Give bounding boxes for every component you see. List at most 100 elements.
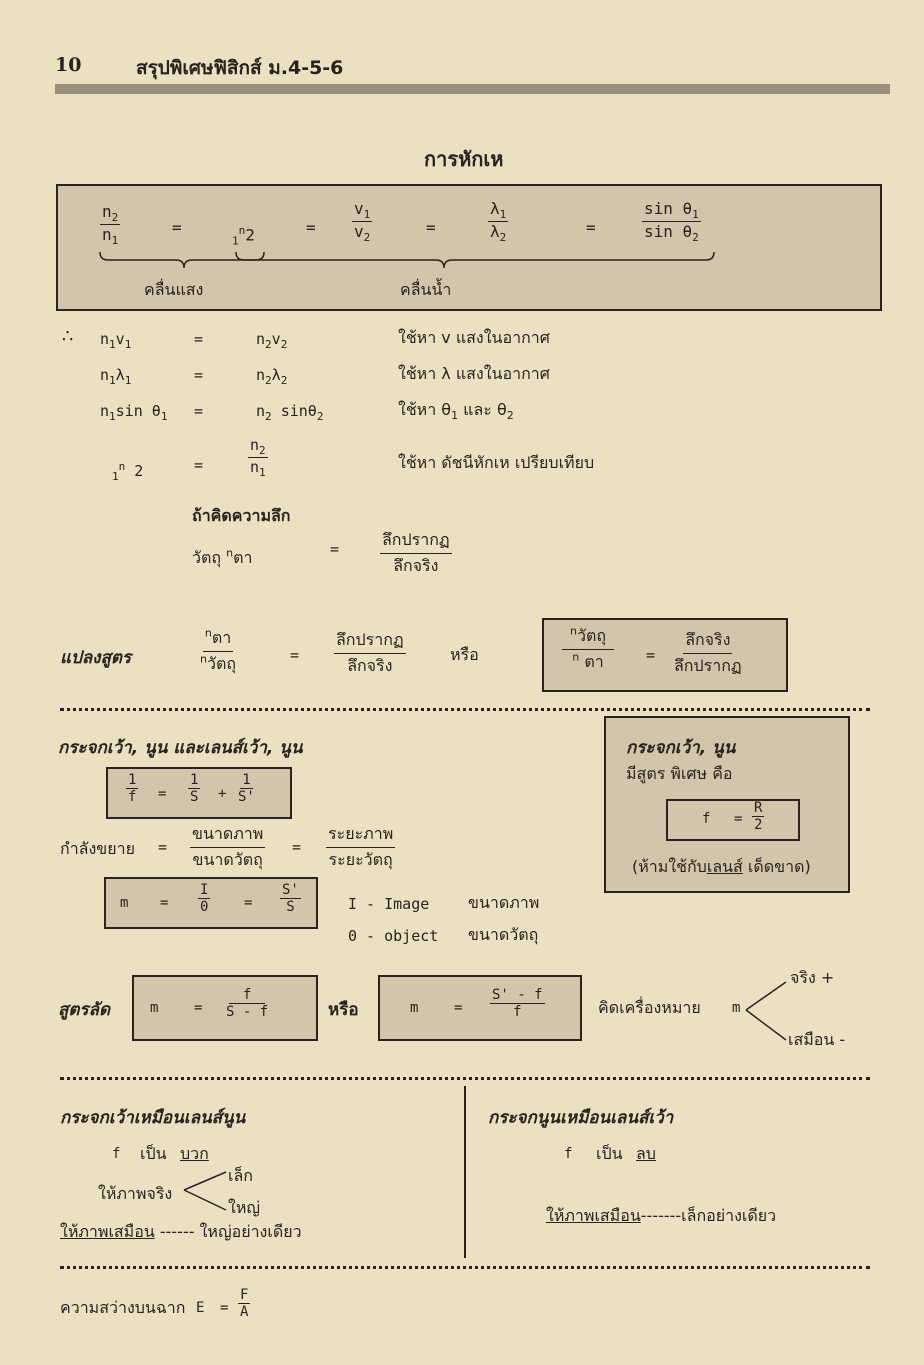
m-formula-box xyxy=(104,877,318,929)
equals: = xyxy=(160,895,169,911)
m-symbol: m xyxy=(150,1000,159,1016)
fraction-lambda: λ1 λ2 xyxy=(488,199,509,245)
equals: = xyxy=(244,895,253,911)
special-heading: กระจกเว้า, นูน xyxy=(626,738,736,758)
convex-f-text: เป็น xyxy=(596,1144,623,1163)
fraction-sin: sin θ1 sin θ2 xyxy=(642,199,701,245)
concave-virtual: ให้ภาพเสมือน ------ ใหญ่อย่างเดียว xyxy=(60,1222,302,1241)
equals: = xyxy=(734,811,743,827)
concave-f-value: บวก xyxy=(180,1144,209,1163)
shortcut-label: สูตรลัด xyxy=(58,1000,111,1020)
shortcut-box-1 xyxy=(132,975,318,1041)
legend-object-thai: ขนาดวัตถุ xyxy=(468,925,539,944)
row2-rhs: n2λ2 xyxy=(256,366,288,387)
convex-heading: กระจกนูนเหมือนเลนส์เว้า xyxy=(488,1108,674,1128)
label-light-wave: คลื่นแสง xyxy=(144,280,204,299)
convert-or: หรือ xyxy=(450,645,479,664)
convex-virtual: ให้ภาพเสมือน-------เล็กอย่างเดียว xyxy=(546,1206,777,1225)
concave-real-label: ให้ภาพจริง xyxy=(98,1184,173,1203)
legend-image-thai: ขนาดภาพ xyxy=(468,893,540,912)
column-divider xyxy=(464,1086,466,1258)
equals: = xyxy=(586,218,596,237)
E-symbol: E xyxy=(196,1300,205,1316)
divider-dotted xyxy=(60,1266,870,1269)
equals: = xyxy=(194,330,204,348)
shortcut-box-2 xyxy=(378,975,582,1041)
depth-fraction: ลึกปรากฏ ลึกจริง xyxy=(380,530,452,575)
mag-dist-fraction: ระยะภาพระยะวัตถุ xyxy=(326,824,396,869)
row3-rhs: n2 sinθ2 xyxy=(256,402,324,423)
grouping-braces xyxy=(99,251,715,269)
page-number: 10 xyxy=(55,54,82,76)
equals: = xyxy=(158,786,167,802)
row4-desc: ใช้หา ดัชนีหักเห เปรียบเทียบ xyxy=(398,453,595,472)
equals: = xyxy=(220,1300,229,1316)
legend-object: 0 - object xyxy=(348,927,439,945)
special-note: (ห้ามใช้กับเลนส์ เด็ดขาด) xyxy=(632,857,811,876)
equals: = xyxy=(158,838,168,856)
relative-index: 1n2 xyxy=(232,224,255,248)
row3-lhs: n1sin θ1 xyxy=(100,402,168,423)
m-symbol: m xyxy=(732,1000,741,1016)
header-rule xyxy=(55,84,890,94)
equals: = xyxy=(426,218,436,237)
row4-lhs: 1n 2 xyxy=(112,460,144,483)
sign-label: คิดเครื่องหมาย xyxy=(598,998,701,1017)
fraction-v1-v2: v1 v2 xyxy=(352,199,373,245)
illuminance-label: ความสว่างบนฉาก xyxy=(60,1298,186,1317)
f-symbol: f xyxy=(112,1146,121,1162)
depth-lhs: วัตถุ nตา xyxy=(192,546,253,567)
plus: + xyxy=(218,786,227,802)
convex-f-value: ลบ xyxy=(636,1144,656,1163)
f-symbol: f xyxy=(564,1146,573,1162)
special-formula-box xyxy=(604,716,850,893)
sign-virtual: เสมือน - xyxy=(788,1030,846,1049)
equals: = xyxy=(290,646,300,664)
convert-fraction-4: ลึกจริง ลึกปรากฏ xyxy=(674,630,742,675)
special-line: มีสูตร พิเศษ คือ xyxy=(626,764,733,783)
equals: = xyxy=(292,838,302,856)
convert-result-box xyxy=(542,618,788,692)
m-symbol: m xyxy=(120,895,129,911)
convert-fraction-2: ลึกปรากฏ ลึกจริง xyxy=(334,630,406,675)
magnification-label: กำลังขยาย xyxy=(60,839,135,858)
equals: = xyxy=(330,540,340,558)
refraction-formula-box xyxy=(56,184,882,311)
frac-sp-s: S'S xyxy=(280,882,301,915)
row1-lhs: n1v1 xyxy=(100,330,132,351)
therefore-symbol: ∴ xyxy=(62,326,74,347)
mag-size-fraction: ขนาดภาพขนาดวัตถุ xyxy=(190,824,266,869)
convert-label: แปลงสูตร xyxy=(60,648,132,668)
label-water-wave: คลื่นน้ำ xyxy=(400,280,452,299)
row3-desc: ใช้หา θ1 และ θ2 xyxy=(398,400,514,423)
concave-f-text: เป็น xyxy=(140,1144,167,1163)
lens-formula-box xyxy=(106,767,292,819)
sign-real: จริง + xyxy=(790,968,835,987)
f-r2-box xyxy=(666,799,800,841)
fraction-n2-n1: n2 n1 xyxy=(100,202,121,248)
m-symbol: m xyxy=(410,1000,419,1016)
shortcut-or: หรือ xyxy=(328,1000,359,1020)
legend-image: I - Image xyxy=(348,895,430,913)
divider-dotted xyxy=(60,708,870,711)
sign-branch-lines xyxy=(745,981,787,1041)
row1-rhs: n2v2 xyxy=(256,330,288,351)
convert-fraction-3: nวัตถุ n ตา xyxy=(562,624,615,675)
equals: = xyxy=(194,366,204,384)
equals: = xyxy=(172,218,182,237)
row2-desc: ใช้หา λ แสงในอากาศ xyxy=(398,364,550,383)
row2-lhs: n1λ1 xyxy=(100,366,132,387)
concave-small: เล็ก xyxy=(228,1166,253,1185)
divider-dotted xyxy=(60,1077,870,1080)
convert-fraction-1: nตา nวัตถุ xyxy=(200,626,237,673)
equals: = xyxy=(194,402,204,420)
